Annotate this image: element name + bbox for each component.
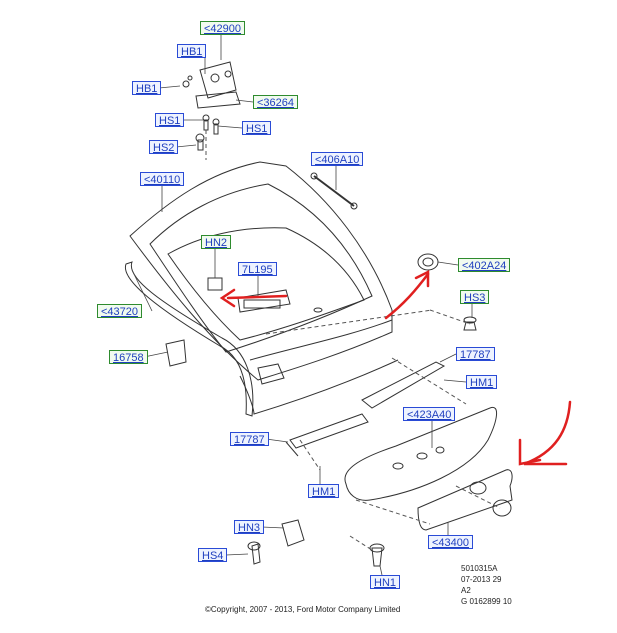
weatherstrip-seal bbox=[124, 261, 254, 417]
reference-line-4: G 0162899 10 bbox=[461, 597, 512, 606]
callout-hn3[interactable]: HN3 bbox=[234, 520, 265, 534]
callout-36264[interactable]: <36264 bbox=[253, 95, 299, 109]
callout-40110[interactable]: <40110 bbox=[140, 172, 185, 186]
camera-part bbox=[207, 277, 291, 313]
callout-hn1[interactable]: HN1 bbox=[370, 575, 401, 589]
callout-42900[interactable]: <42900 bbox=[200, 21, 246, 35]
callout-hs2[interactable]: HS2 bbox=[149, 140, 179, 154]
callout-hm1-left[interactable]: HM1 bbox=[308, 484, 340, 498]
red-annotation-arrows bbox=[219, 269, 572, 466]
callout-7l195[interactable]: 7L195 bbox=[238, 262, 277, 276]
bolt-parts bbox=[195, 114, 220, 151]
reference-line-2: 07-2013 29 bbox=[461, 575, 502, 584]
callout-hs1-right[interactable]: HS1 bbox=[242, 121, 272, 135]
trim-strip-upper bbox=[361, 361, 446, 409]
tailgate-panel bbox=[129, 161, 399, 415]
ford-badge bbox=[492, 499, 512, 517]
gas-strut bbox=[313, 175, 355, 207]
reference-codes: 5010315A 07-2013 29 A2 G 0162899 10 bbox=[461, 563, 512, 607]
callout-hm1-right[interactable]: HM1 bbox=[466, 375, 498, 389]
red-arrow-left bbox=[226, 294, 288, 300]
release-switch bbox=[417, 253, 439, 271]
red-arrow-hand bbox=[523, 400, 572, 466]
reference-line-1: 5010315A bbox=[461, 564, 498, 573]
callout-423a40[interactable]: <423A40 bbox=[403, 407, 456, 421]
applique-panel bbox=[344, 406, 497, 501]
callout-406a10[interactable]: <406A10 bbox=[311, 152, 364, 166]
trim-strip-lower bbox=[289, 413, 369, 449]
callout-16758[interactable]: 16758 bbox=[109, 350, 148, 364]
callout-17787-left[interactable]: 17787 bbox=[230, 432, 269, 446]
callout-hs1-left[interactable]: HS1 bbox=[155, 113, 185, 127]
callout-hs3[interactable]: HS3 bbox=[460, 290, 490, 304]
callout-402a24[interactable]: <402A24 bbox=[458, 258, 511, 272]
callout-hb1-top[interactable]: HB1 bbox=[177, 44, 207, 58]
callout-hs4[interactable]: HS4 bbox=[198, 548, 228, 562]
callout-17787-right[interactable]: 17787 bbox=[456, 347, 495, 361]
copyright-text: ©Copyright, 2007 - 2013, Ford Motor Comp… bbox=[205, 605, 401, 614]
callout-43400[interactable]: <43400 bbox=[428, 535, 474, 549]
reference-line-3: A2 bbox=[461, 586, 471, 595]
license-plate-panel bbox=[417, 469, 513, 531]
red-arrow-up bbox=[384, 272, 430, 320]
callout-hb1-left[interactable]: HB1 bbox=[132, 81, 162, 95]
callout-43720[interactable]: <43720 bbox=[97, 304, 143, 318]
callout-hn2[interactable]: HN2 bbox=[201, 235, 232, 249]
hinge-part bbox=[182, 61, 241, 109]
